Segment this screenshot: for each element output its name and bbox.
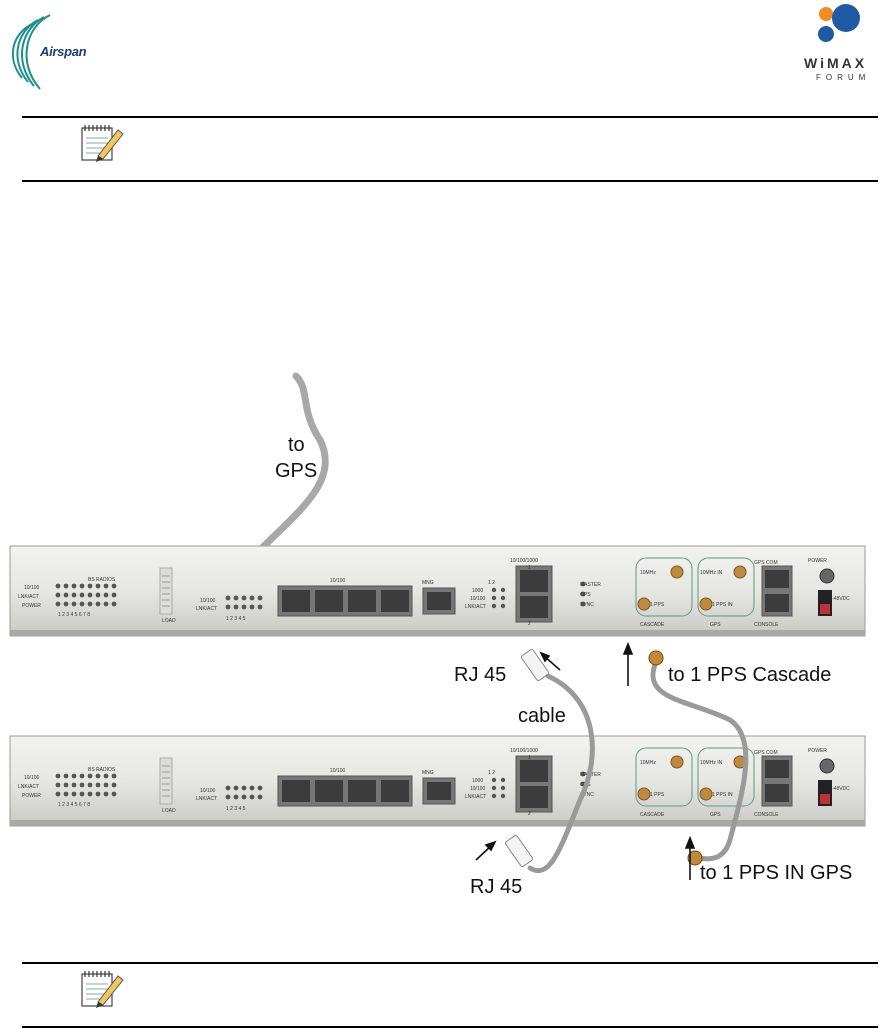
panel-text: CONSOLE — [754, 622, 779, 628]
panel-text: 10/100/1000 — [510, 558, 538, 564]
panel-text: 1 2 3 4 5 — [226, 616, 246, 622]
note-icon — [81, 971, 124, 1008]
panel-text: 10/100 — [200, 788, 216, 794]
panel-text: 10/100 — [24, 585, 40, 591]
label-cable: cable — [518, 705, 566, 727]
panel-text: 1 PPS — [650, 602, 665, 608]
panel-text: CASCADE — [640, 622, 665, 628]
panel-text: 10/100/1000 — [510, 748, 538, 754]
panel-text: LNK/ACT — [196, 606, 217, 612]
panel-text: MNG — [422, 770, 434, 776]
panel-text: CASCADE — [640, 812, 665, 818]
panel-text: BS RADIOS — [88, 577, 116, 583]
panel-text: 1 PPS — [650, 792, 665, 798]
panel-text: -48VDC — [832, 786, 850, 792]
note-icon — [81, 125, 124, 162]
forum-logo-text: FORUM — [816, 73, 871, 82]
panel-text: LNK/ACT — [18, 784, 39, 790]
panel-text: 10/100 — [24, 775, 40, 781]
panel-text: 10/100 — [200, 598, 216, 604]
panel-text: CONSOLE — [754, 812, 779, 818]
wimax-forum-logo — [818, 4, 860, 42]
panel-text: 1 — [528, 565, 531, 571]
panel-text: LOAD — [162, 618, 176, 624]
panel-text: 1000 — [472, 588, 483, 594]
panel-text: 1 2 — [488, 770, 495, 776]
panel-text: 10MHz IN — [700, 570, 723, 576]
panel-text: LNK/ACT — [18, 594, 39, 600]
panel-text: 1 2 3 4 5 6 7 8 — [58, 802, 90, 808]
label-pps-cascade: to 1 PPS Cascade — [668, 664, 832, 686]
label-rj45-top: RJ 45 — [454, 664, 507, 686]
rj45-plug-top — [520, 648, 550, 682]
panel-text: POWER — [808, 558, 827, 564]
panel-text: 1 2 3 4 5 6 7 8 — [58, 612, 90, 618]
panel-text: 10MHz — [640, 570, 656, 576]
panel-text: MNG — [422, 580, 434, 586]
wimax-logo-text: WiMAX — [804, 55, 868, 71]
panel-text: GPS — [710, 812, 721, 818]
panel-text: 10/100 — [330, 768, 346, 774]
panel-text: POWER — [22, 603, 41, 609]
rj45-plug-bottom — [504, 834, 534, 868]
panel-text: LNK/ACT — [196, 796, 217, 802]
panel-text: -48VDC — [832, 596, 850, 602]
panel-text: 1 2 3 4 5 — [226, 806, 246, 812]
panel-text: GPS COM — [754, 560, 778, 566]
panel-text: SYNC — [580, 602, 594, 608]
panel-text: 1 — [528, 755, 531, 761]
panel-text: LOAD — [162, 808, 176, 814]
panel-text: POWER — [22, 793, 41, 799]
panel-text: SYNC — [580, 792, 594, 798]
panel-text: 10MHz — [640, 760, 656, 766]
note-rule-top — [22, 962, 878, 964]
panel-text: GPS — [710, 622, 721, 628]
panel-text: 1 PPS IN — [712, 792, 733, 798]
note-rule-top — [22, 116, 878, 118]
panel-text: GPS COM — [754, 750, 778, 756]
panel-text: 10/100 — [470, 786, 486, 792]
panel-text: BS RADIOS — [88, 767, 116, 773]
label-pps-in-gps: to 1 PPS IN GPS — [700, 862, 853, 884]
airspan-logo-text: Airspan — [40, 44, 87, 59]
panel-text: 1 2 — [488, 580, 495, 586]
panel-text: 2 — [528, 621, 531, 627]
panel-text: 1 PPS IN — [712, 602, 733, 608]
panel-text: GPS — [580, 592, 591, 598]
panel-text: 1000 — [472, 778, 483, 784]
panel-text: 10MHz IN — [700, 760, 723, 766]
panel-text: POWER — [808, 748, 827, 754]
label-to: to — [288, 434, 305, 456]
panel-text: LNK/ACT — [465, 794, 486, 800]
panel-text: 10/100 — [470, 596, 486, 602]
cascade-wiring-diagram: BS RADIOS 10/100 LNK/ACT POWER 1 2 3 4 5… — [9, 372, 866, 880]
panel-text: MASTER — [580, 582, 601, 588]
note-rule-bottom — [22, 1026, 878, 1028]
panel-text: 2 — [528, 811, 531, 817]
note-rule-bottom — [22, 180, 878, 182]
panel-text: 10/100 — [330, 578, 346, 584]
label-rj45-bottom: RJ 45 — [470, 876, 523, 898]
panel-text: LNK/ACT — [465, 604, 486, 610]
airspan-logo — [12, 14, 51, 90]
label-gps: GPS — [275, 460, 318, 482]
